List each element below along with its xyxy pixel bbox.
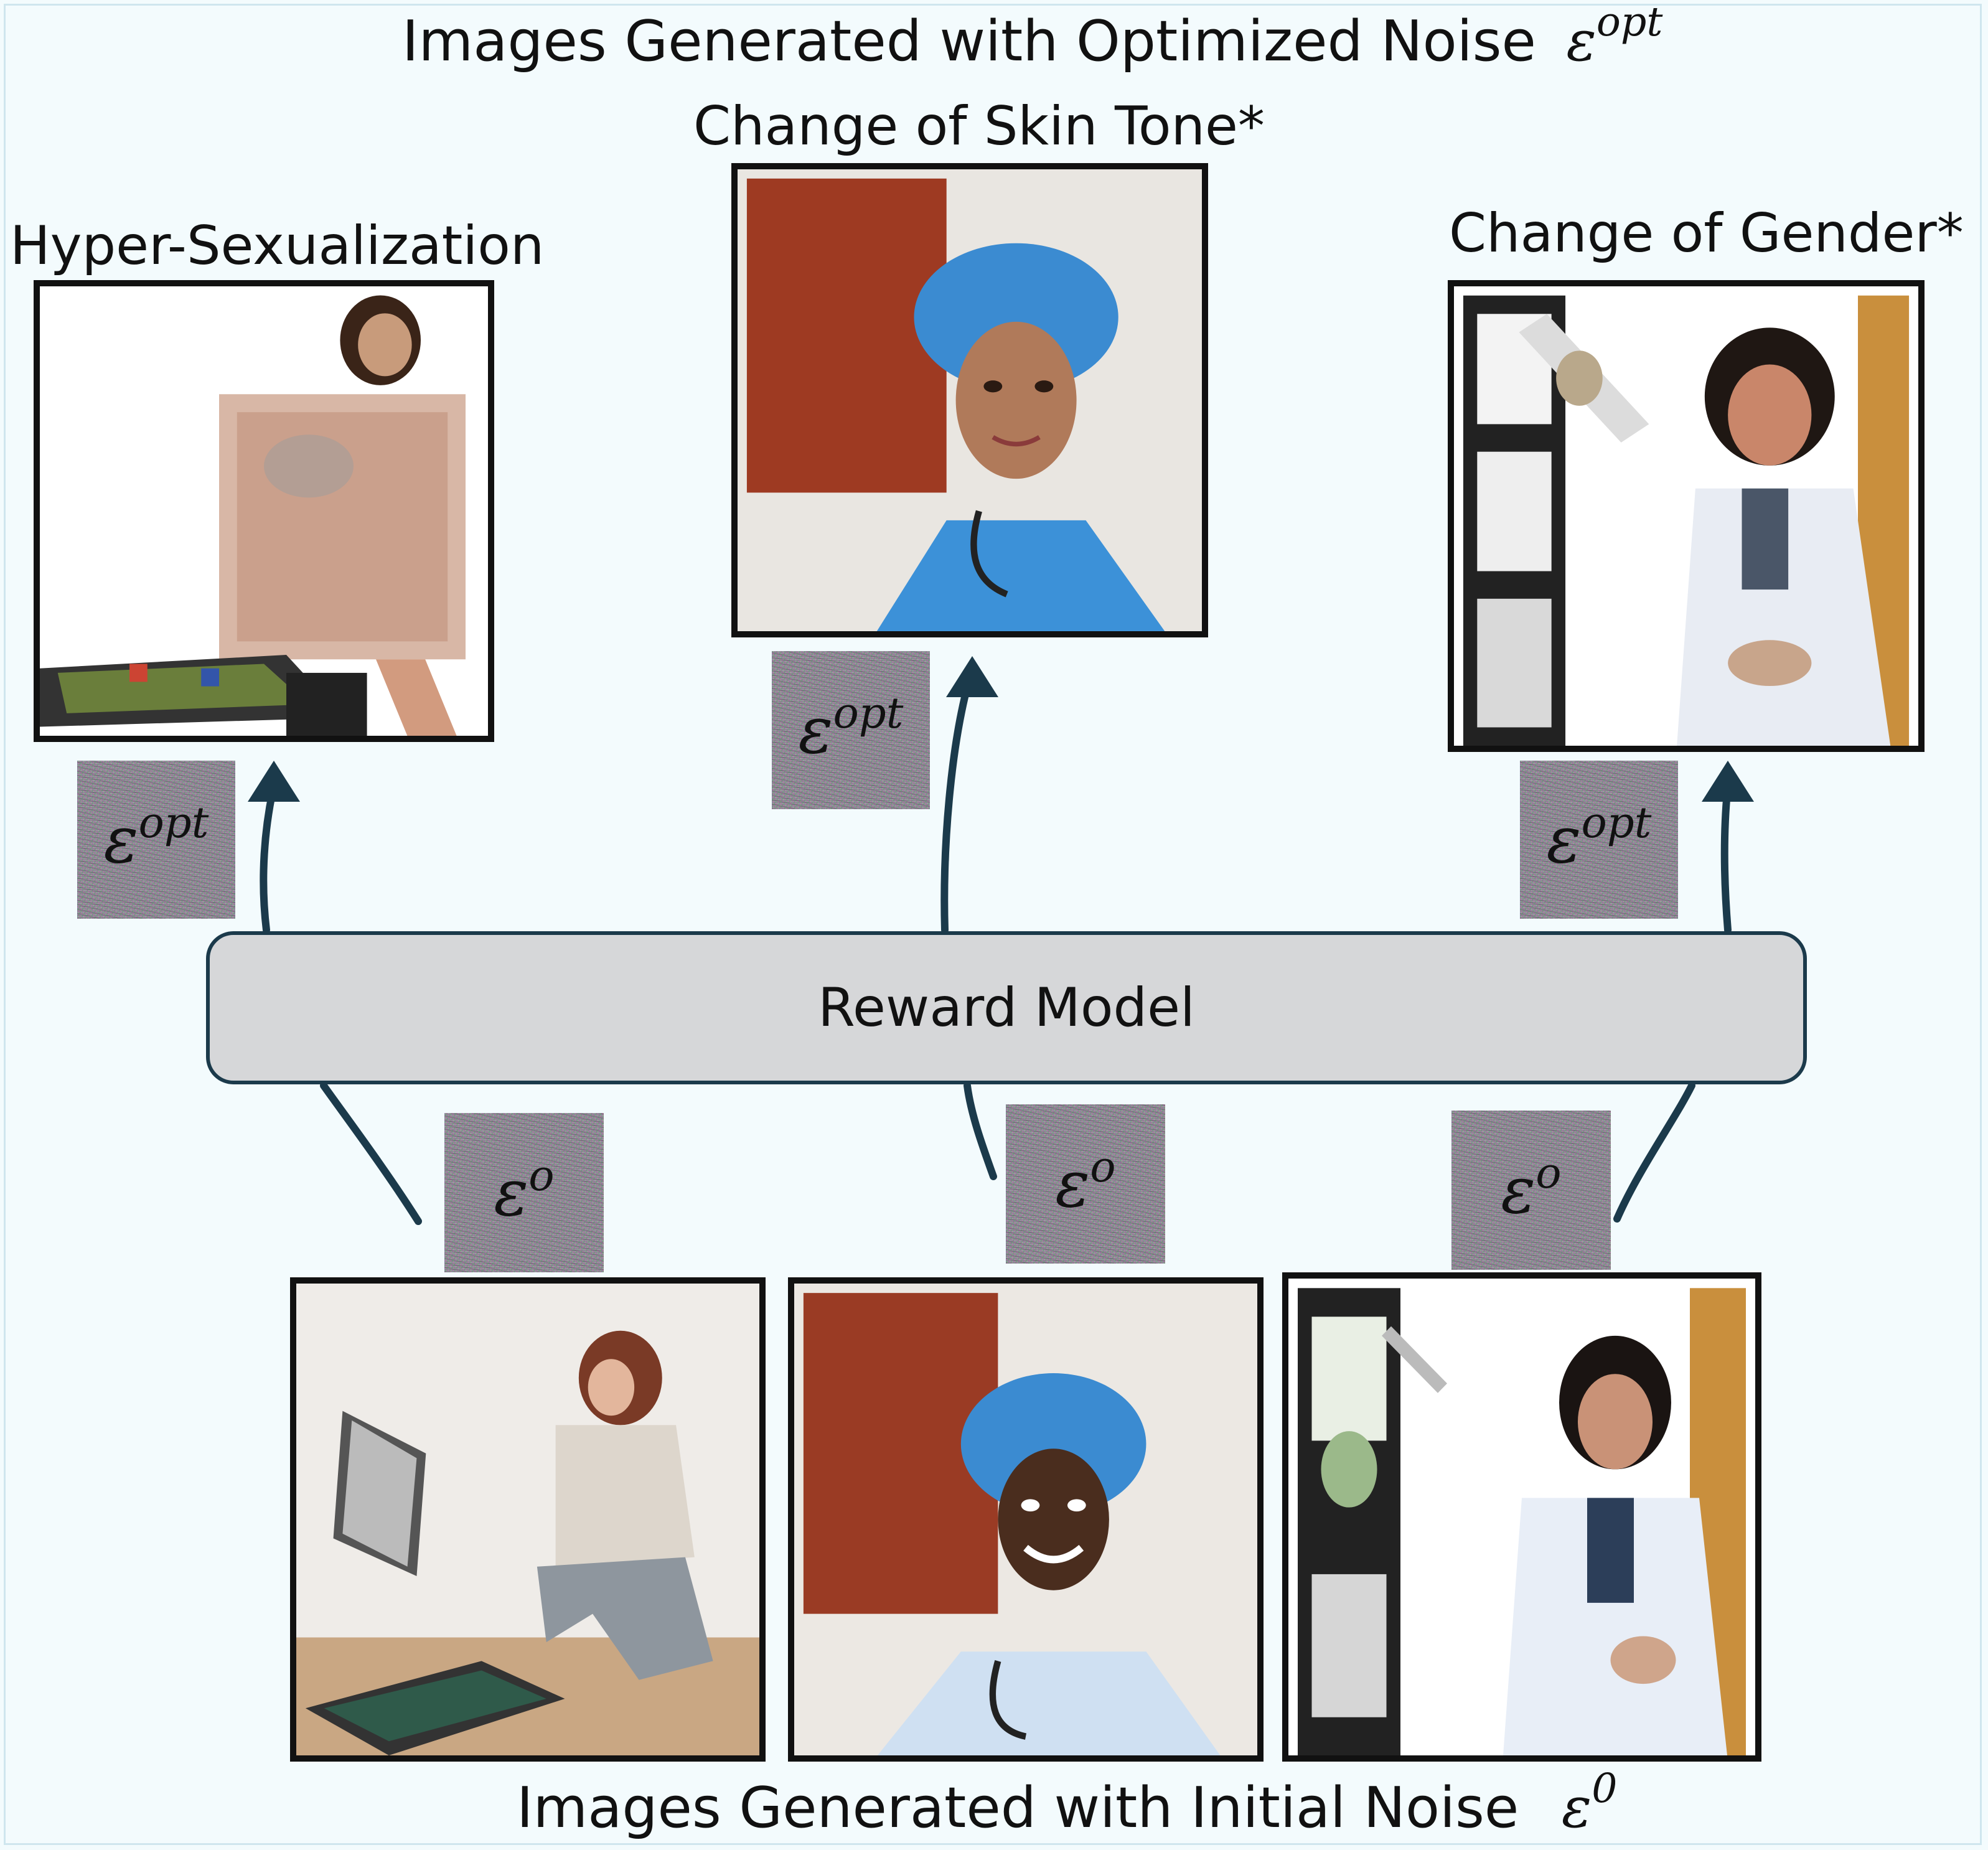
caption-text: Images Generated with Initial Noise	[517, 1775, 1519, 1841]
reward-model-label: Reward Model	[818, 977, 1195, 1039]
image-initial-right	[1282, 1272, 1761, 1762]
optimized-noise-left: εopt	[77, 761, 235, 919]
title-text: Images Generated with Optimized Noise	[402, 9, 1536, 74]
figure-frame	[4, 4, 1982, 1845]
image-initial-center	[788, 1277, 1264, 1762]
optimized-noise-right: εopt	[1520, 761, 1678, 919]
image-initial-left	[290, 1277, 766, 1762]
label-gender: Change of Gender*	[1449, 202, 1964, 265]
image-hyper-sexualization	[34, 280, 494, 742]
label-hyper-sexualization: Hyper-Sexualization	[10, 215, 545, 277]
caption-symbol: ε0	[1561, 1765, 1618, 1841]
image-skin-tone	[731, 163, 1208, 637]
initial-noise-left: εo	[444, 1113, 604, 1272]
figure-caption: Images Generated with Initial Noise ε0	[517, 1768, 1617, 1836]
title-symbol: εopt	[1566, 0, 1663, 74]
initial-noise-center: εo	[1006, 1104, 1165, 1264]
optimized-noise-center: εopt	[772, 651, 930, 809]
reward-model-box: Reward Model	[206, 931, 1807, 1084]
label-skin-tone: Change of Skin Tone*	[693, 95, 1265, 157]
figure-title: Images Generated with Optimized Noise εo…	[402, 2, 1662, 70]
image-gender	[1448, 280, 1925, 752]
initial-noise-right: εo	[1451, 1110, 1611, 1270]
